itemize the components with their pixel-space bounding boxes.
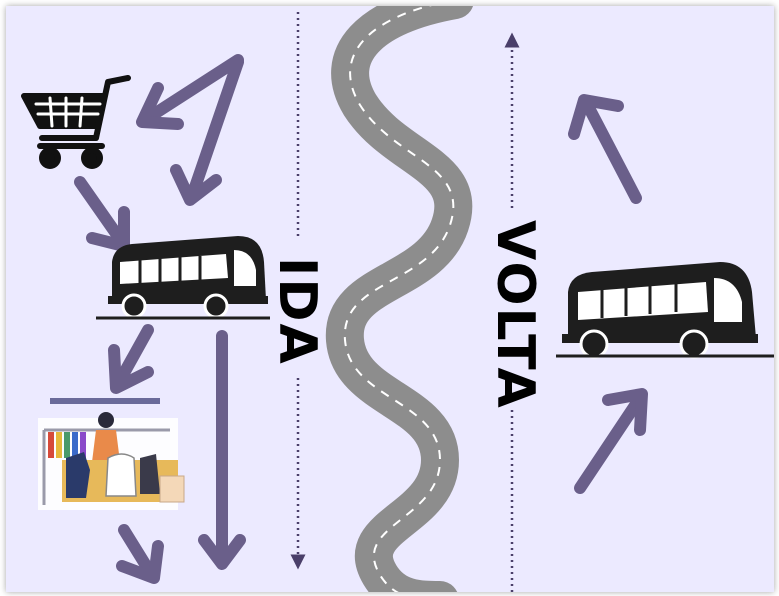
arrow-down-long [204,336,240,564]
volta-label: VOLTA [485,220,545,390]
ida-label: IDA [267,257,327,357]
shopping-cart-icon [24,78,128,166]
arrow-up-right-bottom [580,394,642,488]
bus-icon-right [556,262,774,357]
bus-icon-left [96,236,270,318]
arrow-up-right-top [574,100,636,198]
clothing-store-icon [38,398,184,510]
arrow-bus-to-store [114,330,148,388]
arrow-cart-to-bus [80,182,124,246]
arrow-store-down [122,530,158,578]
winding-road [345,0,455,596]
